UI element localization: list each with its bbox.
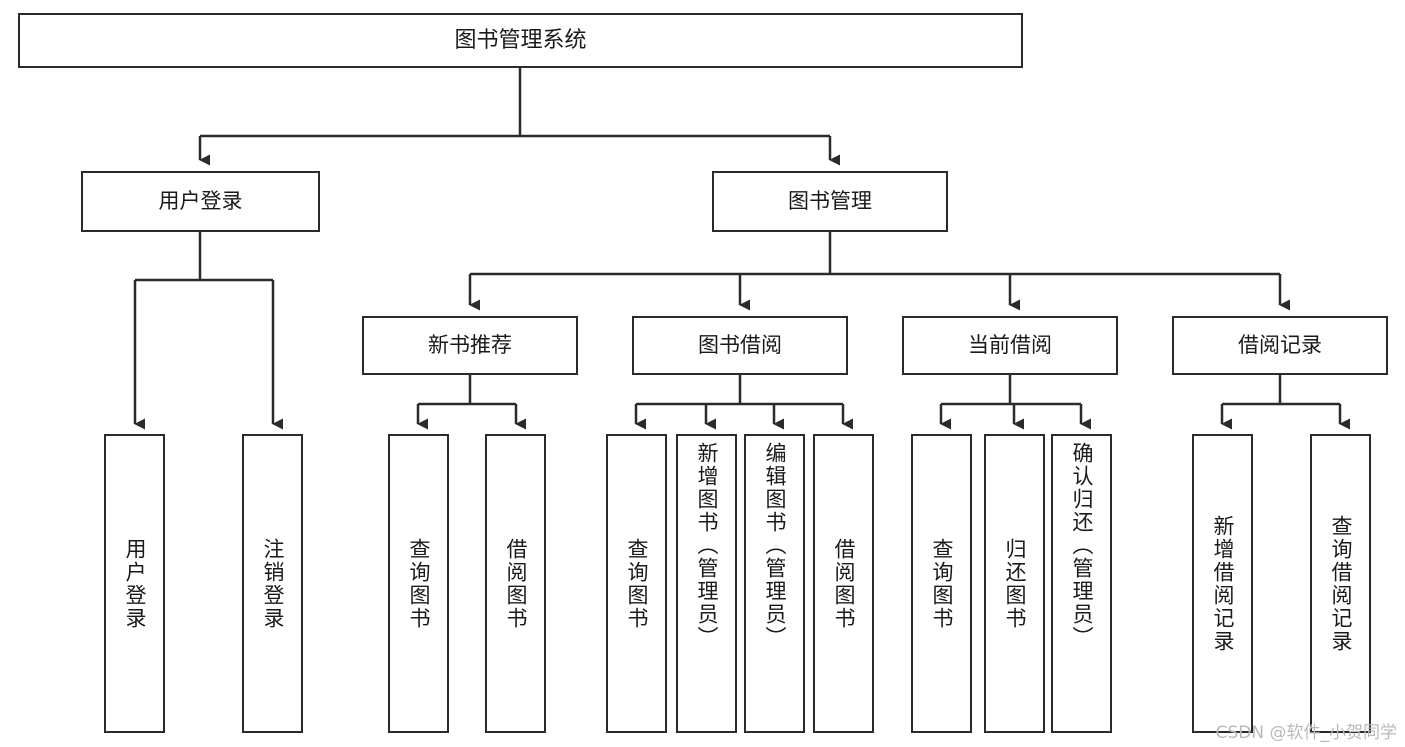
node-leaf-user-login[interactable]: 用户登录: [104, 434, 165, 733]
node-leaf-add-record-label: 新增借阅记录: [1211, 514, 1235, 653]
node-borrow-record[interactable]: 借阅记录: [1172, 316, 1388, 375]
node-leaf-query-book-2-label: 查询图书: [625, 537, 649, 630]
node-leaf-borrow-book-1[interactable]: 借阅图书: [485, 434, 546, 733]
node-root-label: 图书管理系统: [454, 27, 587, 53]
node-leaf-return-book-label: 归还图书: [1003, 537, 1027, 630]
node-leaf-borrow-book-2-label: 借阅图书: [832, 537, 856, 630]
node-leaf-query-record[interactable]: 查询借阅记录: [1310, 434, 1371, 733]
node-new-book-recommend-label: 新书推荐: [428, 333, 512, 358]
node-leaf-return-book[interactable]: 归还图书: [984, 434, 1045, 733]
node-current-borrow-label: 当前借阅: [968, 333, 1052, 358]
node-leaf-borrow-book-2[interactable]: 借阅图书: [813, 434, 874, 733]
node-leaf-logout-label: 注销登录: [261, 537, 285, 630]
node-current-borrow[interactable]: 当前借阅: [902, 316, 1118, 375]
node-leaf-user-login-label: 用户登录: [123, 537, 147, 630]
node-leaf-borrow-book-1-label: 借阅图书: [504, 537, 528, 630]
node-leaf-query-book-1[interactable]: 查询图书: [388, 434, 449, 733]
node-user-login-label: 用户登录: [158, 189, 243, 214]
watermark-text: CSDN @软件_小贺同学: [1215, 723, 1397, 743]
node-leaf-add-record[interactable]: 新增借阅记录: [1192, 434, 1253, 733]
node-leaf-confirm-return-label: 确认归还（管理员）: [1070, 442, 1094, 649]
node-leaf-query-record-label: 查询借阅记录: [1329, 514, 1353, 653]
node-book-borrow[interactable]: 图书借阅: [632, 316, 848, 375]
node-book-borrow-label: 图书借阅: [698, 333, 782, 358]
node-leaf-query-book-1-label: 查询图书: [407, 537, 431, 630]
node-user-login[interactable]: 用户登录: [81, 171, 320, 232]
node-new-book-recommend[interactable]: 新书推荐: [362, 316, 578, 375]
node-leaf-query-book-3-label: 查询图书: [930, 537, 954, 630]
node-borrow-record-label: 借阅记录: [1238, 333, 1322, 358]
node-leaf-confirm-return[interactable]: 确认归还（管理员）: [1051, 434, 1112, 733]
node-leaf-add-book-label: 新增图书（管理员）: [695, 442, 719, 649]
node-leaf-logout[interactable]: 注销登录: [242, 434, 303, 733]
node-leaf-query-book-3[interactable]: 查询图书: [911, 434, 972, 733]
node-root[interactable]: 图书管理系统: [18, 13, 1023, 68]
node-leaf-query-book-2[interactable]: 查询图书: [606, 434, 667, 733]
node-leaf-edit-book[interactable]: 编辑图书（管理员）: [744, 434, 805, 733]
node-leaf-add-book[interactable]: 新增图书（管理员）: [676, 434, 737, 733]
node-book-manage[interactable]: 图书管理: [712, 171, 948, 232]
node-leaf-edit-book-label: 编辑图书（管理员）: [763, 442, 787, 649]
node-book-manage-label: 图书管理: [788, 189, 872, 214]
